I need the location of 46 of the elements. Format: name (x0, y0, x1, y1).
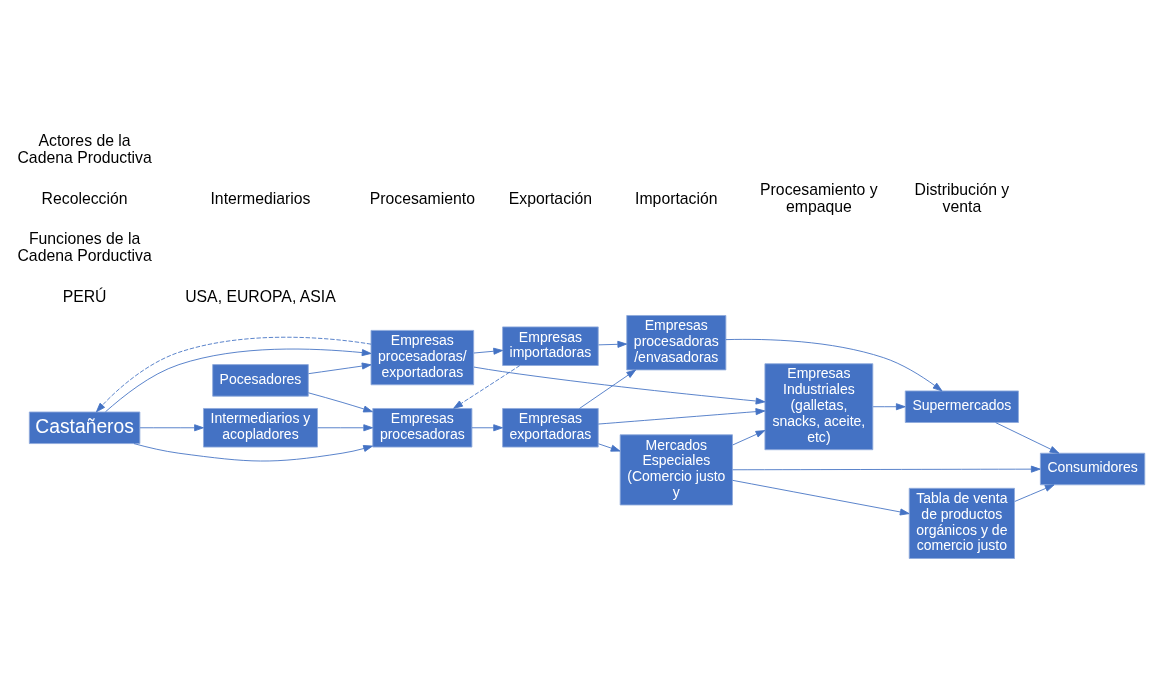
arrow (1014, 484, 1055, 502)
arrow (473, 347, 503, 355)
arrow (139, 424, 204, 432)
arrow (308, 392, 373, 413)
node-box: Empresas procesadoras (372, 408, 473, 448)
arrow (473, 366, 766, 405)
arrow (597, 408, 766, 425)
node-box: Intermediarios y acopladores (203, 408, 318, 448)
arrow (725, 338, 943, 392)
node-box: Mercados Especiales (Comercio justo y (619, 434, 733, 506)
arrow (732, 465, 1041, 473)
arrow (579, 369, 637, 409)
label: Funciones de la Cadena Porductiva (17, 229, 152, 265)
label: Distribución y venta (914, 180, 1010, 216)
arrow (598, 443, 621, 452)
arrow (732, 430, 766, 446)
node-box: Empresas exportadoras (502, 408, 599, 448)
label: Exportación (508, 189, 593, 207)
node-box: Consumidores (1039, 452, 1146, 486)
arrow (995, 422, 1060, 454)
label: Intermediarios (210, 189, 311, 207)
node-box: Empresas Industriales (galletas, snacks, aceite, etc) (764, 363, 874, 451)
arrow (872, 403, 906, 411)
arrow (732, 479, 910, 516)
node-box: Empresas procesadoras/ exportadoras (370, 329, 475, 386)
label: PERÚ (62, 287, 107, 305)
node-box: Supermercados (904, 390, 1019, 423)
node-box: Castañeros (28, 411, 141, 444)
arrow (471, 424, 503, 432)
arrow (105, 348, 372, 413)
arrow (598, 340, 628, 348)
label: USA, EUROPA, ASIA (185, 287, 336, 305)
label: Importación (635, 189, 718, 207)
label: Procesamiento y empaque (760, 180, 878, 216)
label: Recolección (41, 189, 128, 207)
arrow (96, 336, 372, 413)
arrow (453, 365, 521, 409)
node-box: Empresas importadoras (502, 326, 599, 366)
label: Actores de la Cadena Productiva (17, 131, 152, 167)
arrow (308, 362, 372, 375)
node-box: Empresas procesadoras /envasadoras (626, 315, 727, 371)
arrow (317, 424, 373, 432)
node-box: Pocesadores (212, 364, 309, 397)
label: Procesamiento (369, 189, 475, 207)
node-box: Tabla de venta de productos orgánicos y de comercio justo (908, 487, 1015, 559)
arrow (133, 443, 373, 462)
